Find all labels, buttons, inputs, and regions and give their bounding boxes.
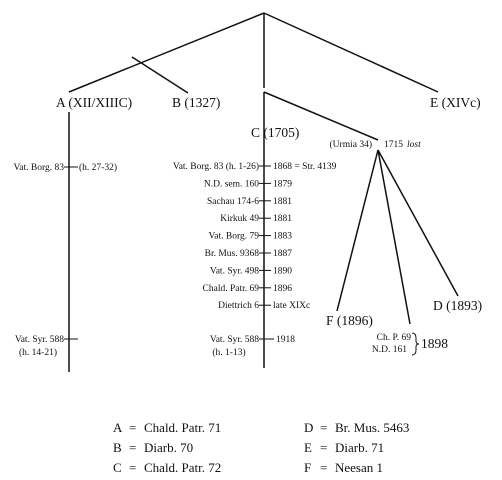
node-e: E (XIVc): [430, 95, 481, 110]
a-witness-vat-syr-588-range: (h. 14-21): [19, 347, 57, 358]
legend-equals: =: [320, 420, 327, 435]
c-witness-date: 1881: [273, 197, 292, 207]
c-witness-name: Vat. Borg. 83 (h. 1-26): [173, 161, 259, 172]
edge-urmia-chp: [377, 149, 411, 325]
legend-entry: E = Diarb. 71: [304, 440, 384, 455]
legend-equals: =: [129, 440, 136, 455]
f-children-date: 1898: [421, 336, 448, 351]
tree-lines: [68, 12, 459, 372]
edge-root-a: [68, 12, 265, 93]
urmia-label: (Urmia 34): [330, 139, 372, 150]
c-witness-date: 1887: [273, 249, 292, 259]
legend-entry: B = Diarb. 70: [113, 440, 193, 455]
legend-value: Neesan 1: [335, 460, 383, 475]
a-witness-vat-borg-83: Vat. Borg. 83: [14, 163, 65, 173]
legend-equals: =: [129, 460, 136, 475]
legend-value: Br. Mus. 5463: [335, 420, 409, 435]
c-witness-date: 1883: [273, 232, 292, 242]
legend-entry: C = Chald. Patr. 72: [113, 460, 221, 475]
node-f: F (1896): [326, 313, 373, 328]
c-witness-date: 1868 = Str. 4139: [273, 162, 337, 172]
legend-value: Chald. Patr. 72: [144, 460, 221, 475]
legend-key: C: [113, 460, 122, 475]
c-last-name: Vat. Syr. 588: [210, 335, 259, 345]
legend: A = Chald. Patr. 71 B = Diarb. 70 C = Chald. Pat…: [113, 420, 409, 475]
c-witness-date: 1881: [273, 214, 292, 224]
c-witness-date: late XIXc: [273, 301, 310, 311]
legend-key: A: [113, 420, 123, 435]
c-witness-row: Vat. Borg. 79 1883: [209, 232, 293, 242]
c-witness-row: Vat. Borg. 83 (h. 1-26) 1868 = Str. 4139: [173, 161, 337, 172]
c-witness-date: 1896: [273, 284, 292, 294]
c-witness-row: Diettrich 6 late XIXc: [218, 301, 310, 311]
edge-c-urmia: [263, 91, 379, 141]
node-a: A (XII/XIIIC): [56, 95, 132, 110]
node-c: C (1705): [251, 125, 299, 140]
urmia-node: (Urmia 34) 1715 lost: [330, 139, 422, 150]
a-witness-vat-syr-588: Vat. Syr. 588: [15, 335, 64, 345]
legend-key: E: [304, 440, 312, 455]
c-witness-row: Sachau 174-6 1881: [207, 197, 292, 207]
legend-value: Chald. Patr. 71: [144, 420, 221, 435]
c-witness-name: Vat. Syr. 498: [210, 266, 259, 276]
chp-69-label: Ch. P. 69: [377, 333, 412, 343]
legend-value: Diarb. 70: [144, 440, 193, 455]
urmia-status: lost: [407, 140, 421, 150]
node-b: B (1327): [172, 95, 220, 110]
c-witness-last: Vat. Syr. 588 1918 (h. 1-13): [210, 335, 295, 358]
c-witness-name: Diettrich 6: [218, 301, 259, 311]
f-children-brace: [411, 332, 420, 356]
edge-urmia-f: [336, 149, 379, 312]
c-witness-date: 1879: [273, 179, 292, 189]
node-d: D (1893): [433, 298, 482, 313]
f-children: Ch. P. 69 N.D. 161 1898: [372, 332, 448, 356]
legend-equals: =: [129, 420, 136, 435]
edge-a-b: [131, 56, 189, 94]
c-last-range: (h. 1-13): [212, 347, 245, 358]
legend-entry: F = Neesan 1: [304, 460, 383, 475]
c-witness-name: Sachau 174-6: [207, 197, 259, 207]
c-witness-row: Vat. Syr. 498 1890: [210, 266, 292, 276]
c-witness-date: 1890: [273, 266, 292, 276]
c-witness-row: Br. Mus. 9368 1887: [205, 249, 293, 259]
legend-key: F: [304, 460, 311, 475]
c-witness-name: Br. Mus. 9368: [205, 249, 260, 259]
c-last-date: 1918: [276, 335, 295, 345]
c-witness-name: N.D. sem. 160: [204, 179, 259, 189]
legend-entry: A = Chald. Patr. 71: [113, 420, 221, 435]
a-witness-vat-borg-83-range: (h. 27-32): [79, 162, 117, 173]
urmia-date: 1715: [384, 140, 403, 150]
nd-161-label: N.D. 161: [372, 345, 407, 355]
edge-urmia-d: [377, 149, 459, 297]
c-witness-name: Chald. Patr. 69: [203, 284, 260, 294]
c-witness-name: Kirkuk 49: [220, 214, 259, 224]
c-witness-row: N.D. sem. 160 1879: [204, 179, 292, 189]
legend-equals: =: [320, 460, 327, 475]
legend-key: D: [304, 420, 313, 435]
edge-root-e: [263, 12, 439, 93]
legend-value: Diarb. 71: [335, 440, 384, 455]
c-witness-list: Vat. Borg. 83 (h. 1-26) 1868 = Str. 4139N…: [173, 161, 337, 311]
a-witnesses: Vat. Borg. 83 (h. 27-32) Vat. Syr. 588 (…: [14, 162, 118, 358]
c-witness-row: Kirkuk 49 1881: [220, 214, 292, 224]
c-witness-name: Vat. Borg. 79: [209, 232, 260, 242]
c-witness-row: Chald. Patr. 69 1896: [203, 284, 293, 294]
legend-key: B: [113, 440, 122, 455]
legend-equals: =: [320, 440, 327, 455]
legend-entry: D = Br. Mus. 5463: [304, 420, 409, 435]
